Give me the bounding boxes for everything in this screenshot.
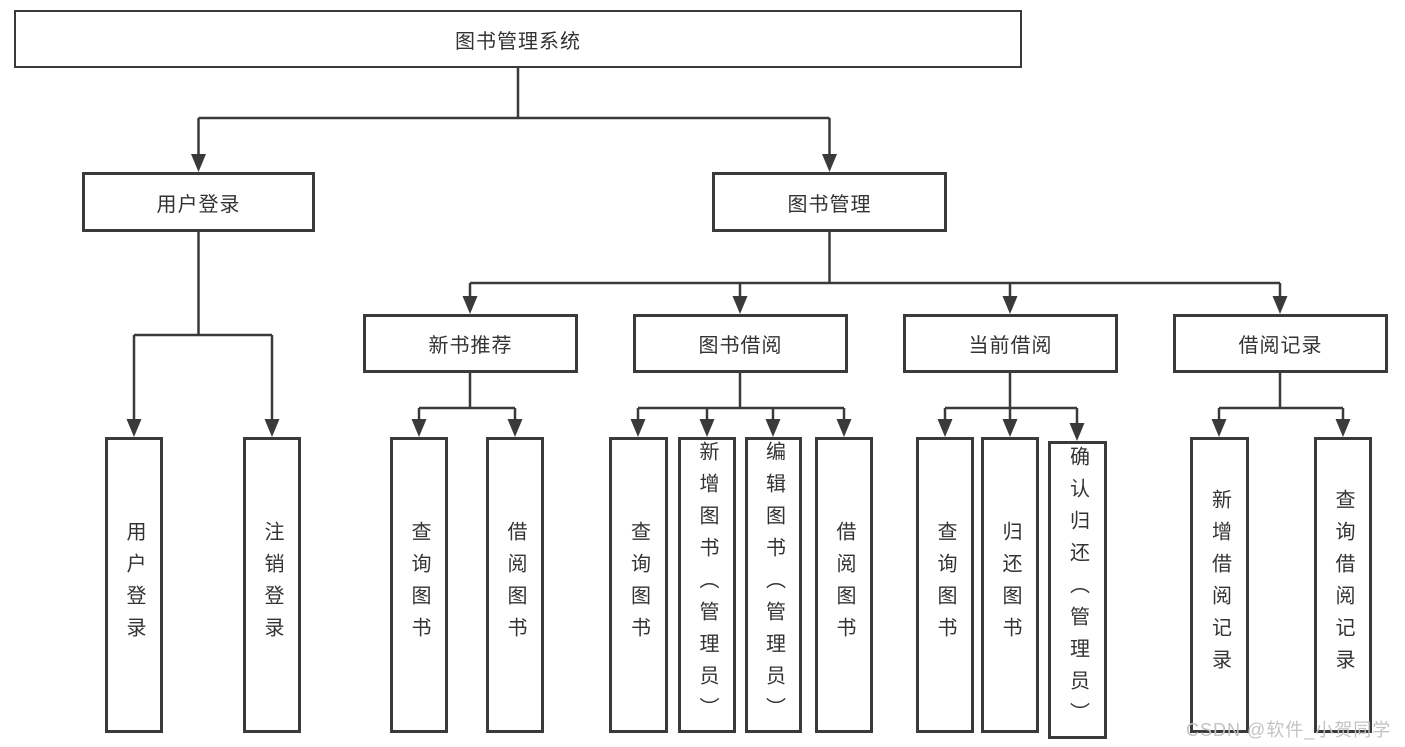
node-library-management-system: 图书管理系统	[14, 10, 1022, 68]
leaf-edit-book-admin-label: 编辑图书（管理员）	[762, 441, 785, 729]
leaf-query-books-recommend: 查询图书	[390, 437, 448, 733]
connector-arrowheads	[126, 154, 1351, 441]
leaf-logout-label: 注销登录	[261, 521, 283, 649]
node-book-borrowing: 图书借阅	[633, 314, 848, 373]
leaf-user-login-label: 用户登录	[123, 521, 145, 649]
leaf-query-books-current-label: 查询图书	[934, 521, 956, 649]
csdn-watermark: CSDN @软件_小贺同学	[1186, 720, 1392, 740]
leaf-logout: 注销登录	[243, 437, 301, 733]
node-borrowing-records: 借阅记录	[1173, 314, 1388, 373]
node-new-book-recommend: 新书推荐	[363, 314, 578, 373]
leaf-query-books-current: 查询图书	[916, 437, 974, 733]
leaf-borrow-books-recommend: 借阅图书	[486, 437, 544, 733]
leaf-add-book-admin-label: 新增图书（管理员）	[696, 441, 718, 729]
leaf-query-books-borrowing: 查询图书	[609, 437, 668, 733]
node-book-management: 图书管理	[712, 172, 947, 232]
leaf-borrow-books-borrowing: 借阅图书	[815, 437, 873, 733]
leaf-query-borrow-record-label: 查询借阅记录	[1332, 489, 1354, 681]
leaf-query-borrow-record: 查询借阅记录	[1314, 437, 1372, 733]
leaf-return-books-label: 归还图书	[999, 521, 1021, 649]
leaf-confirm-return-admin: 确认归还（管理员）	[1048, 441, 1107, 739]
node-user-login: 用户登录	[82, 172, 315, 232]
leaf-add-book-admin: 新增图书（管理员）	[678, 437, 736, 733]
leaf-return-books: 归还图书	[981, 437, 1039, 733]
leaf-query-books-recommend-label: 查询图书	[408, 521, 430, 649]
leaf-add-borrow-record: 新增借阅记录	[1190, 437, 1249, 733]
leaf-query-books-borrowing-label: 查询图书	[627, 521, 650, 649]
leaf-edit-book-admin: 编辑图书（管理员）	[745, 437, 802, 733]
connector-lines	[132, 66, 1345, 428]
leaf-add-borrow-record-label: 新增借阅记录	[1208, 489, 1231, 681]
leaf-confirm-return-admin-label: 确认归还（管理员）	[1066, 446, 1089, 734]
leaf-user-login: 用户登录	[105, 437, 163, 733]
leaf-borrow-books-borrowing-label: 借阅图书	[833, 521, 855, 649]
leaf-borrow-books-recommend-label: 借阅图书	[504, 521, 526, 649]
node-current-borrowing: 当前借阅	[903, 314, 1118, 373]
